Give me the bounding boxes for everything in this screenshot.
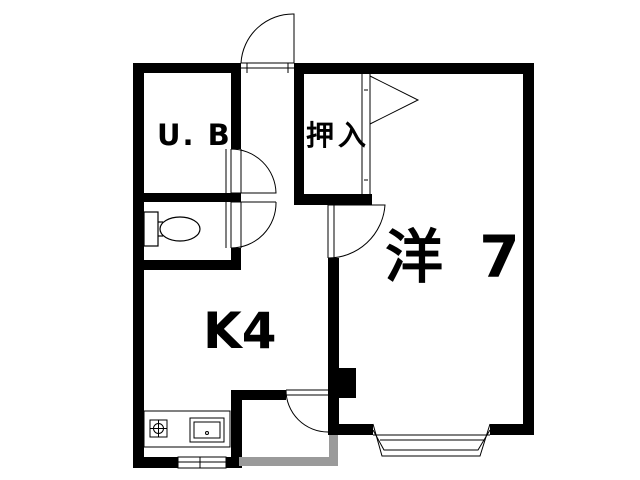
wall-bottom-kitchen — [133, 457, 178, 468]
bay-window-icon — [372, 423, 491, 457]
stove-icon — [149, 419, 168, 438]
wall-bath-bottom — [133, 193, 241, 202]
room-label-closet: 押入 — [306, 119, 371, 152]
door-swing-icon — [327, 204, 386, 259]
door-swing-icon — [230, 201, 277, 249]
wall-western-left — [328, 258, 339, 435]
wall-bath-right-top — [231, 63, 241, 149]
room-label-kitchen: K4 — [203, 302, 277, 360]
wall-entrance-top — [231, 390, 286, 400]
toilet-icon — [143, 211, 201, 247]
wall-pillar — [328, 368, 356, 398]
door-swing-icon — [285, 389, 329, 433]
sink-icon — [189, 417, 225, 443]
room-label-western: 洋 7 — [385, 223, 528, 291]
wall-western-bottom-left — [328, 424, 373, 435]
wall-closet-bottom — [294, 194, 372, 205]
wall-western-bottom-right — [490, 424, 534, 435]
wall-western-right — [523, 63, 534, 435]
wall-top-bath — [133, 63, 241, 73]
entrance-floor-border-right — [329, 435, 338, 466]
entrance-floor — [242, 400, 328, 457]
wall-closet-left — [294, 63, 304, 205]
wall-toilet-right-lower — [231, 248, 241, 270]
door-swing-icon — [240, 13, 295, 64]
wall-western-top — [294, 63, 534, 74]
entrance-floor-border — [239, 457, 338, 466]
door-swing-icon — [369, 75, 420, 125]
wall-entrance-left — [231, 390, 242, 468]
room-label-bath: U. B — [157, 118, 232, 152]
wall-toilet-bottom — [133, 260, 241, 270]
wall-toilet-right — [231, 193, 241, 202]
door-swing-icon — [230, 148, 277, 194]
